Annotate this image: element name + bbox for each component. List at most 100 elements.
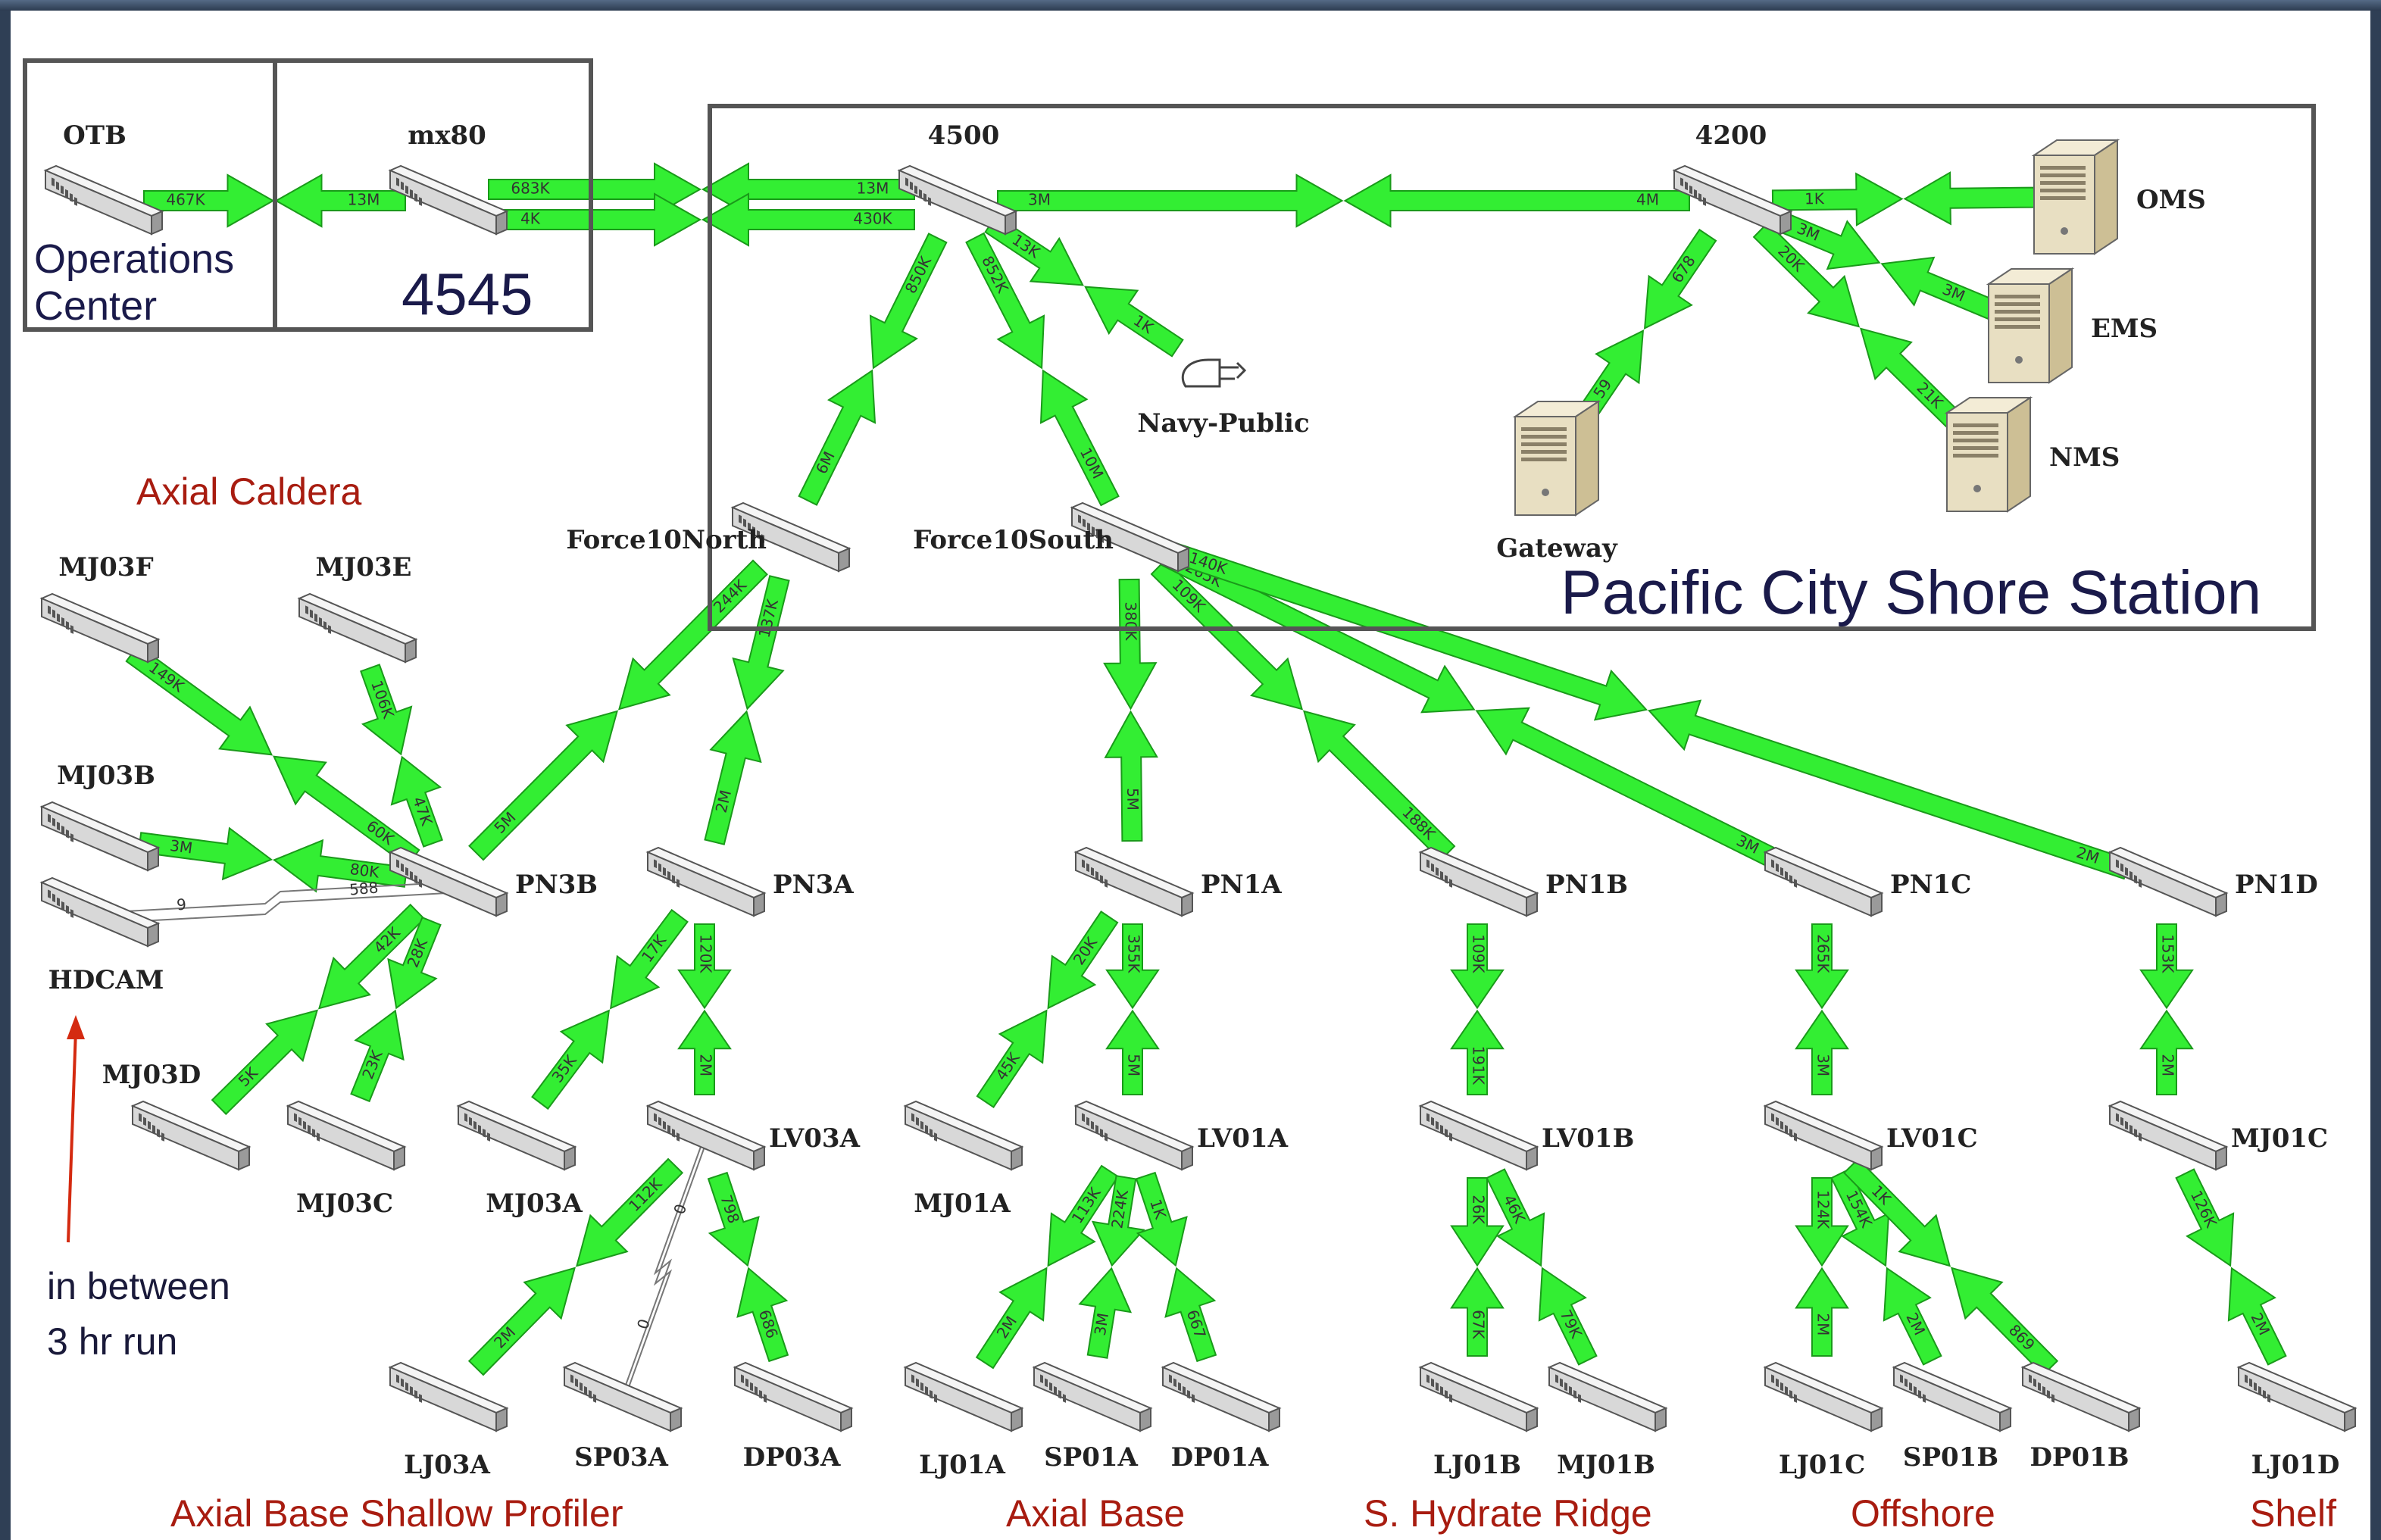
node-mj03c[interactable]: MJ03C [286, 1100, 407, 1219]
node-label: LJ01B [1433, 1450, 1521, 1480]
node-lv01b[interactable]: LV01B [1418, 1100, 1634, 1171]
switch-icon [1763, 1361, 1884, 1432]
node-n4500[interactable]: 4500 [897, 120, 1018, 236]
node-n4200[interactable]: 4200 [1672, 120, 1793, 236]
switch-icon [1763, 1100, 1884, 1171]
node-mj03e[interactable]: MJ03E [297, 552, 418, 664]
node-lj03a[interactable]: LJ03A [388, 1361, 509, 1480]
node-mx80[interactable]: mx80 [388, 120, 509, 236]
node-ems[interactable]: EMS [1986, 267, 2158, 384]
node-sp03a[interactable]: SP03A [562, 1361, 683, 1473]
switch-icon [388, 1361, 509, 1432]
node-lv03a[interactable]: LV03A [645, 1100, 861, 1171]
switch-icon [903, 1361, 1024, 1432]
link-label-b: 2M [697, 1054, 715, 1076]
operations-center-label-line2: Center [34, 283, 157, 329]
node-label: OTB [63, 120, 127, 151]
link-arrow-back [1903, 171, 2036, 226]
node-label: PN3A [773, 870, 854, 900]
thin-link-line [620, 1135, 705, 1398]
link-label-a: 120K [697, 934, 715, 973]
node-otb[interactable]: OTB [43, 120, 164, 236]
switch-icon [130, 1100, 252, 1171]
node-nms[interactable]: NMS [1944, 396, 2120, 513]
node-lj01b[interactable]: LJ01B [1418, 1361, 1539, 1480]
link-arrow-back [1450, 1009, 1505, 1095]
node-dp03a[interactable]: DP03A [733, 1361, 854, 1473]
link-arrow-back [1538, 1267, 1598, 1366]
mx80-group-label: 4545 [402, 261, 533, 327]
link-arrow-back [1795, 1009, 1849, 1095]
link-arrow-forward [1643, 228, 1717, 330]
link-arrow-back [1475, 707, 1790, 874]
node-label: Force10North [566, 525, 767, 555]
node-dp01b[interactable]: DP01B [2020, 1361, 2142, 1473]
server-icon [1944, 396, 2033, 513]
link-arrow-back [468, 710, 619, 861]
node-pn1a[interactable]: PN1A [1073, 846, 1282, 917]
node-hdcam[interactable]: HDCAM [39, 876, 164, 995]
node-pn1c[interactable]: PN1C [1763, 846, 1971, 917]
node-mj01a[interactable]: MJ01A [903, 1100, 1024, 1219]
node-sp01b[interactable]: SP01B [1892, 1361, 2013, 1473]
link-label-a: 467K [166, 191, 205, 209]
link-arrow-forward [677, 923, 732, 1010]
node-sp01a[interactable]: SP01A [1032, 1361, 1153, 1473]
node-lj01c[interactable]: LJ01C [1763, 1361, 1884, 1480]
operations-center-label-line1: Operations [34, 236, 234, 282]
link-arrow-forward [965, 232, 1045, 370]
node-label: DP01A [1171, 1442, 1269, 1473]
region-hydrate-ridge: S. Hydrate Ridge [1364, 1492, 1652, 1535]
node-pn3b[interactable]: PN3B [388, 846, 598, 917]
link-arrow-back [798, 369, 876, 506]
node-mj01b[interactable]: MJ01B [1547, 1361, 1668, 1480]
link-arrow-back [1880, 256, 1997, 320]
switch-icon [1032, 1361, 1153, 1432]
node-dp01a[interactable]: DP01A [1161, 1361, 1282, 1473]
node-gateway[interactable]: Gateway [1496, 400, 1618, 564]
switch-icon [1161, 1361, 1282, 1432]
node-label: MJ03C [296, 1189, 393, 1219]
link-label-a: 3M [169, 836, 194, 857]
node-mj01c[interactable]: MJ01C [2108, 1100, 2328, 1171]
link-label-b: 4M [1636, 191, 1659, 209]
link-arrow-back [1302, 710, 1456, 862]
node-pn3a[interactable]: PN3A [645, 846, 854, 917]
link-arrow-back [1647, 699, 2132, 880]
node-label: MJ03E [316, 552, 412, 583]
switch-icon [1418, 1361, 1539, 1432]
node-mj03a[interactable]: MJ03A [456, 1100, 583, 1219]
node-pn1d[interactable]: PN1D [2108, 846, 2318, 917]
thin-link-line [98, 892, 448, 924]
link-label-a: 683K [511, 180, 550, 198]
node-navy[interactable]: Navy-Public [1137, 358, 1310, 439]
link-arrow-forward [1135, 1171, 1188, 1267]
node-lj01a[interactable]: LJ01A [903, 1361, 1024, 1480]
node-label: MJ03A [486, 1189, 583, 1219]
node-f10s[interactable]: Force10South [913, 501, 1191, 573]
node-f10n[interactable]: Force10North [566, 501, 851, 573]
link-arrow-back [609, 908, 689, 1010]
node-pn1b[interactable]: PN1B [1418, 846, 1628, 917]
node-mj03d[interactable]: MJ03D [102, 1060, 252, 1171]
node-mj03b[interactable]: MJ03B [39, 761, 161, 872]
node-lv01a[interactable]: LV01A [1073, 1100, 1289, 1171]
node-lv01c[interactable]: LV01C [1763, 1100, 1978, 1171]
node-label: SP03A [574, 1442, 668, 1473]
link-label-b: 13M [348, 191, 380, 209]
node-oms[interactable]: OMS [2031, 139, 2206, 255]
link-arrow-forward [869, 233, 948, 370]
note-arrow-shaft [67, 1029, 77, 1243]
node-mj03f[interactable]: MJ03F [39, 552, 161, 664]
link-label-a: 380K [1121, 601, 1140, 641]
cloud-endpoint-icon [1181, 358, 1247, 388]
node-lj01d[interactable]: LJ01D [2236, 1361, 2358, 1480]
